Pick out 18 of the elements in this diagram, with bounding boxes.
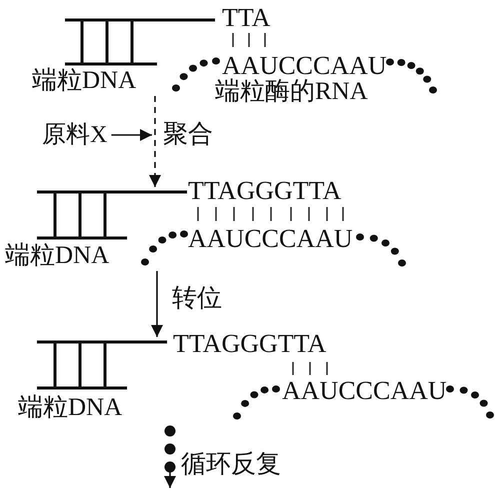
arrow	[151, 271, 163, 337]
base-sequence: AAUCCCAAU	[222, 53, 387, 79]
arrow	[149, 96, 161, 187]
base-sequence: TTAGGGTTA	[173, 331, 326, 357]
arrow	[111, 129, 152, 141]
material-label: 原料X	[42, 123, 108, 147]
dna-drawing: 端粒DNA	[30, 16, 215, 94]
base-sequence: TTA	[222, 5, 270, 31]
edge-label: 聚合	[163, 122, 213, 147]
base-sequence: AAUCCCAAU	[282, 378, 447, 404]
rna-label: 端粒酶的RNA	[215, 79, 368, 104]
dna-drawing: 端粒DNA	[17, 338, 167, 421]
edge-label: 转位	[172, 286, 222, 311]
base-sequence: AAUCCCAAU	[188, 226, 353, 252]
arrow	[164, 423, 176, 488]
dna-drawing: 端粒DNA	[4, 188, 187, 269]
edge-label: 循环反复	[181, 452, 281, 477]
base-sequence: TTAGGGTTA	[188, 178, 342, 204]
